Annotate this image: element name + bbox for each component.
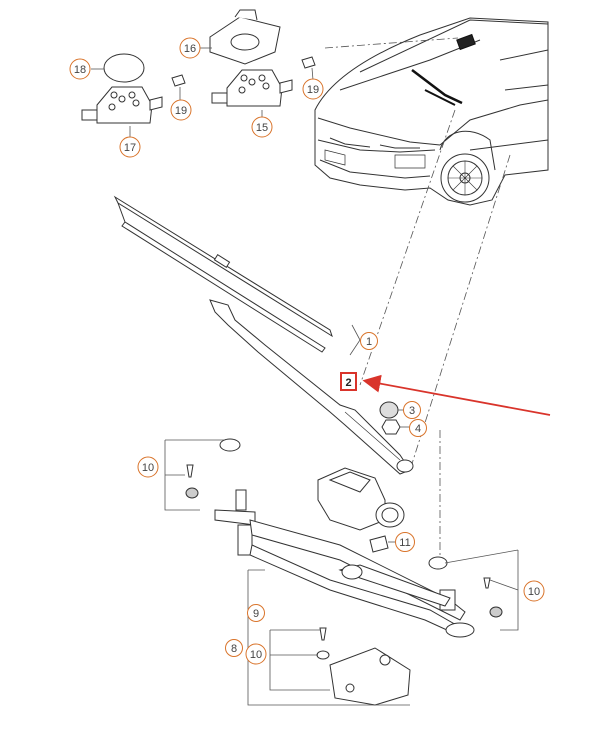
callout-19b: 19 bbox=[302, 67, 324, 100]
callout-3-label: 3 bbox=[409, 405, 415, 417]
callout-18-label: 18 bbox=[74, 64, 86, 76]
callout-2-highlight: 2 bbox=[340, 372, 357, 391]
callout-15: 15 bbox=[251, 110, 273, 138]
callout-15-label: 15 bbox=[256, 122, 268, 134]
callout-9: 9 bbox=[247, 604, 265, 622]
callout-16-label: 16 bbox=[184, 43, 196, 55]
callout-4: 4 bbox=[400, 419, 427, 437]
callout-10b-label: 10 bbox=[528, 586, 540, 598]
callout-10b: 10 bbox=[523, 580, 545, 602]
callout-1-label: 1 bbox=[366, 336, 372, 348]
callout-19a-label: 19 bbox=[175, 105, 187, 117]
callout-19a: 19 bbox=[170, 87, 192, 121]
callout-19b-label: 19 bbox=[307, 84, 319, 96]
wiper-linkage bbox=[185, 438, 503, 706]
wiper-blade bbox=[113, 195, 333, 353]
callout-4-label: 4 bbox=[415, 423, 421, 435]
callout-11-label: 11 bbox=[399, 537, 410, 549]
callout-3: 3 bbox=[398, 401, 421, 419]
callout-11: 11 bbox=[388, 532, 415, 552]
callout-17: 17 bbox=[119, 126, 141, 158]
wiper-arm bbox=[209, 299, 414, 475]
callout-10a: 10 bbox=[137, 456, 159, 478]
callout-1: 1 bbox=[360, 332, 378, 350]
callout-16: 16 bbox=[179, 37, 212, 59]
highlight-arrow bbox=[362, 374, 551, 416]
callout-8-label: 8 bbox=[231, 643, 237, 655]
callout-10a-label: 10 bbox=[142, 462, 154, 474]
callout-10c-label: 10 bbox=[250, 649, 262, 661]
callout-10c: 10 bbox=[245, 643, 267, 665]
cap-and-nut bbox=[379, 401, 401, 435]
callout-9-label: 9 bbox=[253, 608, 259, 620]
car-illustration bbox=[314, 17, 549, 206]
callout-18: 18 bbox=[69, 58, 104, 80]
callout-8: 8 bbox=[225, 639, 243, 657]
sensor-parts bbox=[81, 9, 316, 124]
bracket-guides bbox=[164, 324, 519, 706]
callout-17-label: 17 bbox=[124, 142, 136, 154]
callout-2-label: 2 bbox=[345, 377, 351, 389]
